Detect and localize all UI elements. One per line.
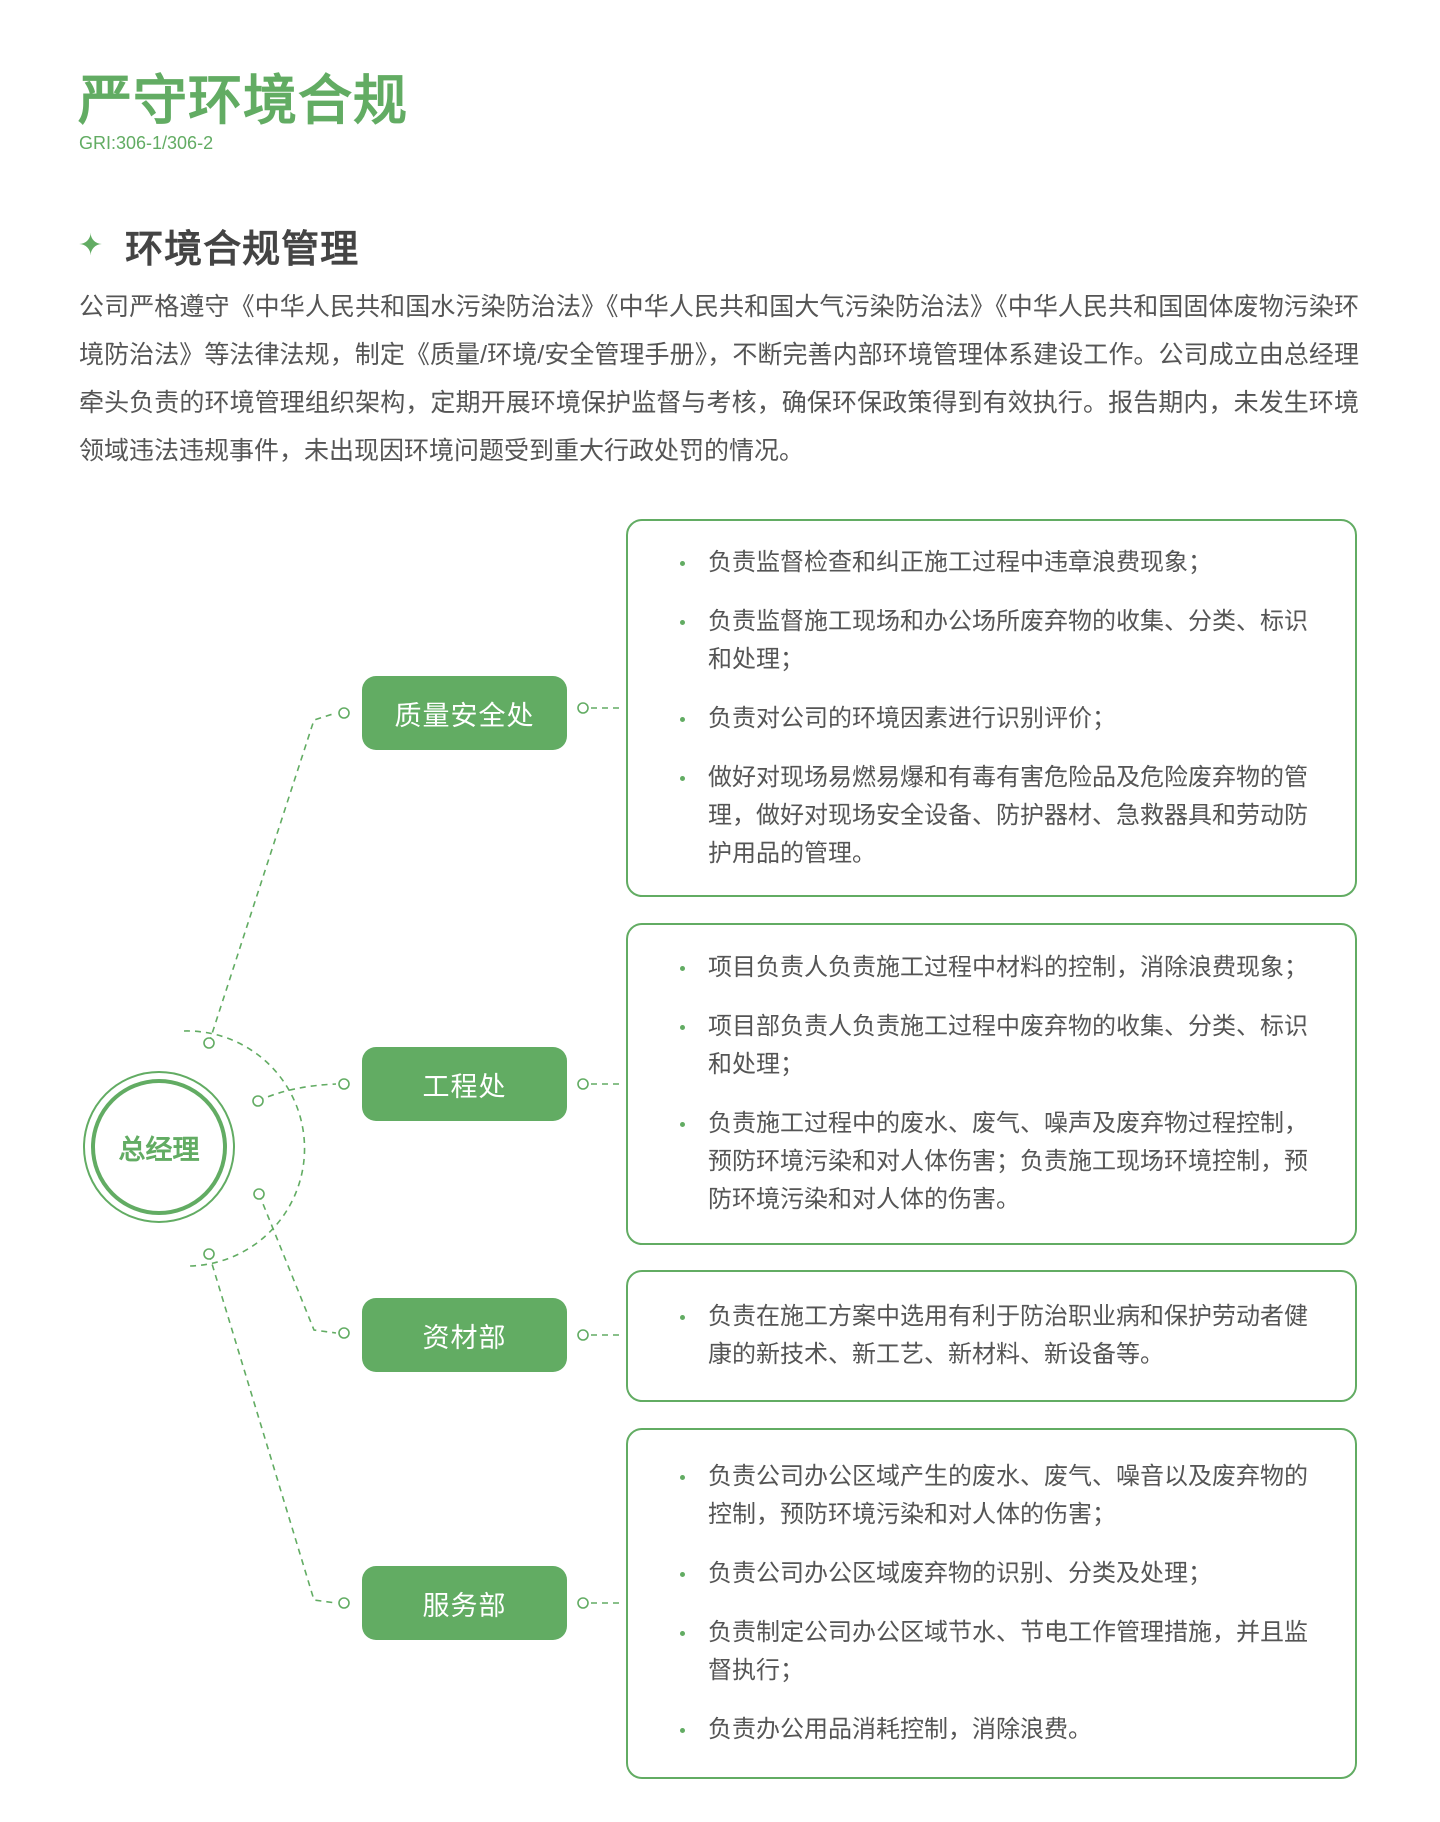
page-title: 严守环境合规 — [78, 71, 408, 131]
duties-card-materials: 负责在施工方案中选用有利于防治职业病和保护劳动者健康的新技术、新工艺、新材料、新… — [626, 1270, 1357, 1402]
dept-materials: 资材部 — [362, 1298, 567, 1372]
node-dot — [577, 1329, 589, 1341]
intro-paragraph: 公司严格遵守《中华人民共和国水污染防治法》《中华人民共和国大气污染防治法》《中华… — [79, 293, 1359, 465]
hub-arc — [183, 1030, 306, 1267]
section-heading: ✦ 环境合规管理 — [78, 218, 359, 273]
general-manager-node: 总经理 — [83, 1071, 235, 1223]
node-dot — [338, 1078, 350, 1090]
duties-card-engineering: 项目负责人负责施工过程中材料的控制，消除浪费现象； 项目部负责人负责施工过程中废… — [626, 923, 1357, 1245]
duties-card-service: 负责公司办公区域产生的废水、废气、噪音以及废弃物的控制，预防环境污染和对人体的伤… — [626, 1428, 1357, 1779]
duty-item: 负责办公用品消耗控制，消除浪费。 — [680, 1711, 1318, 1749]
node-dot — [203, 1248, 215, 1260]
duty-item: 负责公司办公区域废弃物的识别、分类及处理； — [680, 1555, 1318, 1593]
section-title: 环境合规管理 — [125, 229, 360, 271]
duty-item: 负责在施工方案中选用有利于防治职业病和保护劳动者健康的新技术、新工艺、新材料、新… — [680, 1298, 1318, 1374]
node-dot — [203, 1037, 215, 1049]
duty-item: 负责制定公司办公区域节水、节电工作管理措施，并且监督执行； — [680, 1614, 1318, 1690]
dept-engineering: 工程处 — [362, 1047, 567, 1121]
dept-service: 服务部 — [362, 1566, 567, 1640]
node-dot — [577, 1078, 589, 1090]
node-dot — [338, 1327, 350, 1339]
duty-item: 负责对公司的环境因素进行识别评价； — [680, 700, 1318, 738]
sparkle-star-icon: ✦ — [78, 229, 104, 262]
duty-item: 做好对现场易燃易爆和有毒有害危险品及危险废弃物的管理，做好对现场安全设备、防护器… — [680, 759, 1318, 873]
connector-service — [208, 1253, 337, 1604]
connector-materials — [258, 1193, 337, 1334]
duty-item: 项目部负责人负责施工过程中废弃物的收集、分类、标识和处理； — [680, 1008, 1318, 1084]
dept-quality-safety: 质量安全处 — [362, 676, 567, 750]
connector-quality — [208, 712, 337, 1044]
duty-item: 负责监督检查和纠正施工过程中违章浪费现象； — [680, 544, 1318, 582]
connector-engineering — [257, 1083, 337, 1102]
duty-item: 负责监督施工现场和办公场所废弃物的收集、分类、标识和处理； — [680, 603, 1318, 679]
node-dot — [338, 1597, 350, 1609]
duty-item: 项目负责人负责施工过程中材料的控制，消除浪费现象； — [680, 949, 1318, 987]
node-dot — [577, 1597, 589, 1609]
node-dot — [253, 1188, 265, 1200]
node-dot — [252, 1095, 264, 1107]
duty-item: 负责施工过程中的废水、废气、噪声及废弃物过程控制，预防环境污染和对人体伤害；负责… — [680, 1105, 1318, 1219]
duties-card-quality-safety: 负责监督检查和纠正施工过程中违章浪费现象； 负责监督施工现场和办公场所废弃物的收… — [626, 519, 1357, 897]
node-dot — [577, 702, 589, 714]
duty-item: 负责公司办公区域产生的废水、废气、噪音以及废弃物的控制，预防环境污染和对人体的伤… — [680, 1458, 1318, 1534]
node-dot — [338, 707, 350, 719]
gri-reference: GRI:306-1/306-2 — [79, 133, 214, 153]
general-manager-label: 总经理 — [91, 1079, 227, 1215]
